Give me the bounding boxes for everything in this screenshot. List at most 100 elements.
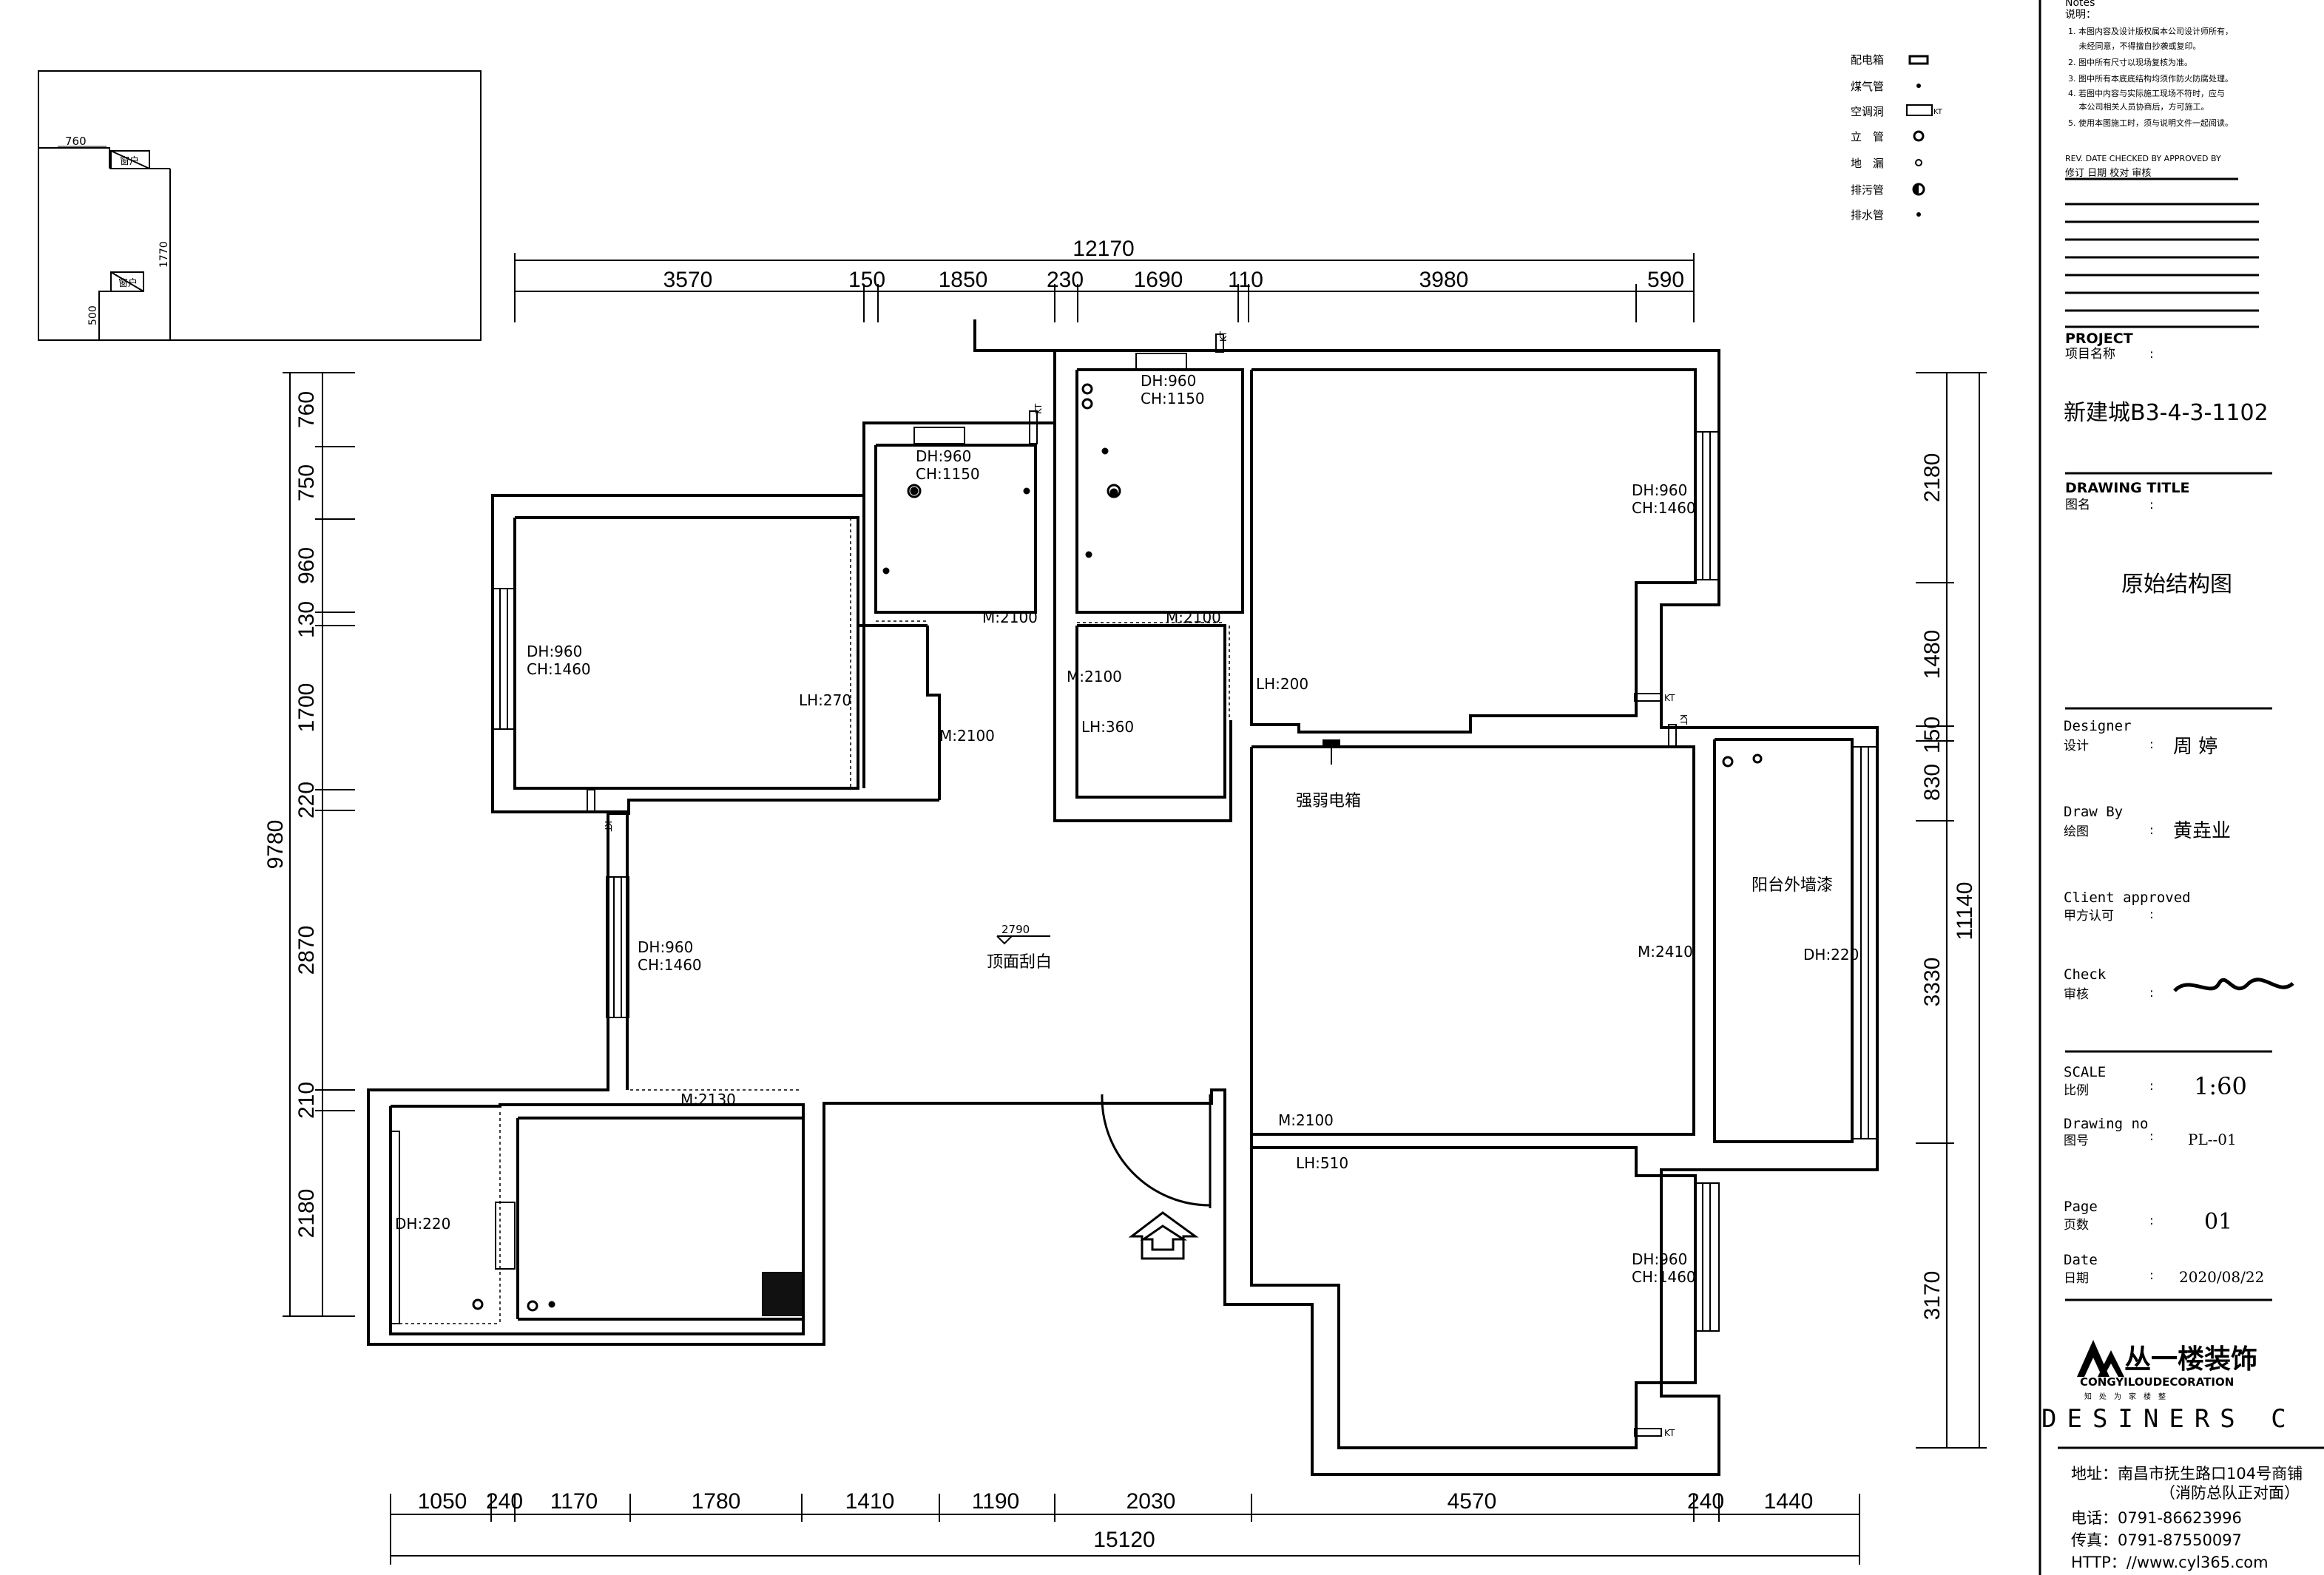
- door-m2410: M:2410: [1638, 943, 1693, 961]
- company-fax: 传真：0791-87550097: [2071, 1531, 2242, 1549]
- door-openings: [399, 518, 1695, 1324]
- drawingno-label-cn: 图号: [2064, 1134, 2089, 1148]
- legend-label-3: 立 管: [1851, 130, 1884, 143]
- inset-dim-760: 760: [65, 135, 87, 148]
- window-label-bed3-ch: CH:1460: [1632, 1268, 1696, 1286]
- kt-label-4: KT: [1664, 693, 1675, 703]
- kitchen-flue: [762, 1272, 802, 1316]
- dim-bottom-7: 4570: [1448, 1489, 1497, 1514]
- door-m2100-bath1: M:2100: [982, 609, 1038, 626]
- dh220-balcony: DH:220: [1803, 946, 1859, 963]
- dim-left-5: 220: [294, 782, 319, 819]
- rev-header-cn: 修订 日期 校对 审核: [2065, 167, 2151, 179]
- project-label-en: PROJECT: [2065, 331, 2133, 347]
- dh220-left: DH:220: [395, 1215, 450, 1233]
- dim-bottom-9: 1440: [1764, 1489, 1814, 1514]
- riser-pipe-icon: [1913, 130, 1925, 142]
- ac-hole-icon: [1906, 104, 1933, 116]
- lintel-lh200: LH:200: [1256, 675, 1308, 693]
- page-colon: :: [2149, 1213, 2154, 1228]
- dim-left-2: 960: [294, 547, 319, 584]
- notes-title-cn: 说明：: [2065, 9, 2096, 21]
- company-slogan: 知 处 为 家 楼 整: [2084, 1392, 2166, 1401]
- dim-right-4: 3330: [1920, 958, 1945, 1007]
- door-m2100-bed1: M:2100: [939, 727, 995, 745]
- dim-bottom-8: 240: [1687, 1489, 1724, 1514]
- floor-drain-icon: [1915, 159, 1922, 166]
- window-label-corridor-ch: CH:1460: [638, 956, 702, 974]
- inset-dim-500: 500: [87, 305, 99, 325]
- page-label-cn: 页数: [2064, 1218, 2089, 1233]
- legend-label-1: 煤气管: [1851, 80, 1884, 93]
- note-6: 5. 使用本图施工时，须与说明文件一起阅读。: [2068, 118, 2233, 128]
- entrance-arrow-icon: [1128, 1211, 1199, 1260]
- dim-bottom-4: 1410: [845, 1489, 895, 1514]
- dim-top-3: 230: [1047, 268, 1084, 292]
- window-label-bath2-dh: DH:960: [1141, 372, 1196, 390]
- dim-left-total: 9780: [263, 820, 288, 870]
- drawing-title-label-cn: 图名: [2065, 498, 2090, 512]
- date-label-cn: 日期: [2064, 1271, 2089, 1286]
- drawby-label-cn: 绘图: [2064, 824, 2089, 839]
- drawing-title-label-en: DRAWING TITLE: [2065, 480, 2189, 496]
- company-name-en: CONGYILOUDECORATION: [2080, 1375, 2234, 1389]
- inset-diagram: [38, 70, 482, 341]
- dim-left-3: 130: [294, 601, 319, 638]
- drawby-colon: :: [2149, 823, 2154, 838]
- dim-top-5: 110: [1228, 268, 1263, 292]
- inset-box-label-2: 窗户: [118, 277, 138, 289]
- project-colon: :: [2149, 347, 2154, 362]
- dim-bottom-total: 15120: [1093, 1528, 1155, 1552]
- kt-label-2: KT: [1218, 331, 1229, 342]
- dim-left-8: 2180: [294, 1189, 319, 1239]
- scale-label-cn: 比例: [2064, 1083, 2089, 1098]
- dim-left-6: 2870: [294, 926, 319, 975]
- company-logo-icon: [2077, 1340, 2124, 1377]
- scale-label-en: SCALE: [2064, 1064, 2106, 1080]
- kt-label-1: KT: [1033, 403, 1044, 414]
- dim-right-3: 830: [1920, 764, 1945, 801]
- note-1: 未经同意，不得擅自抄袭或复印。: [2068, 41, 2201, 51]
- door-m2100-bed3: M:2100: [1278, 1111, 1334, 1129]
- drawby-name: 黄垚业: [2173, 820, 2231, 842]
- dim-top-total: 12170: [1073, 237, 1134, 261]
- legend-label-0: 配电箱: [1851, 53, 1884, 67]
- dim-right-total: 11140: [1953, 882, 1977, 941]
- drawing-title: 原始结构图: [2121, 572, 2232, 597]
- dim-bottom-1: 240: [486, 1489, 523, 1514]
- drawing-title-colon: :: [2149, 498, 2154, 512]
- balcony-note: 阳台外墙漆: [1752, 876, 1833, 895]
- ceiling-level-marker: [996, 935, 1050, 945]
- dim-left-labels: 760 750 960 130 1700 220 2870 210 2180: [294, 391, 319, 1238]
- company-address-2: （消防总队正对面）: [2160, 1484, 2300, 1502]
- dim-left-0: 760: [294, 391, 319, 428]
- company-name-cn: 丛一楼装饰: [2124, 1344, 2257, 1375]
- dim-bottom-0: 1050: [418, 1489, 467, 1514]
- window-label-bath1-dh: DH:960: [916, 447, 971, 465]
- page-value: 01: [2204, 1209, 2232, 1235]
- company-http: HTTP：//www.cyl365.com: [2071, 1554, 2269, 1571]
- client-label-en: Client approved: [2064, 890, 2191, 906]
- dim-top-1: 150: [848, 268, 885, 292]
- legend-label-2: 空调洞: [1851, 105, 1884, 118]
- dim-bottom-5: 1190: [972, 1489, 1020, 1514]
- inset-box-label-1: 窗户: [120, 155, 139, 167]
- kt-label-3: KT: [603, 821, 613, 832]
- door-m2100-bath2: M:2100: [1166, 609, 1221, 626]
- dim-bottom-2: 1170: [550, 1489, 598, 1514]
- check-label-en: Check: [2064, 966, 2107, 983]
- plan-labels: DH:960 CH:1460 DH:960 CH:1150 DH:960 CH:…: [395, 372, 1859, 1286]
- ac-holes: [587, 333, 1677, 1437]
- dim-right-5: 3170: [1920, 1271, 1945, 1321]
- windows: [390, 353, 1878, 1332]
- drawingno-label-en: Drawing no: [2064, 1116, 2148, 1132]
- note-5: 本公司相关人员协商后，方可施工。: [2068, 101, 2209, 112]
- window-label-bed3-dh: DH:960: [1632, 1250, 1687, 1268]
- lintel-lh360: LH:360: [1081, 718, 1134, 736]
- scale-colon: :: [2149, 1079, 2154, 1094]
- notes-title-en: Notes: [2065, 0, 2095, 9]
- dim-top-6: 3980: [1419, 268, 1469, 292]
- pipes: [472, 383, 1763, 1312]
- door-m2130: M:2130: [680, 1091, 736, 1108]
